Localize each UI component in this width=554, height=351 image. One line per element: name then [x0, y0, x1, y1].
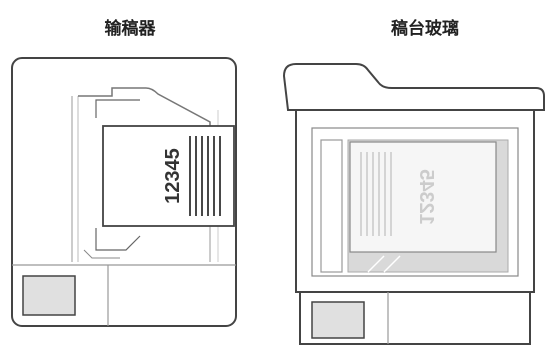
glass-reflection [383, 255, 401, 273]
tray-lower-lip [83, 249, 120, 259]
feeder-top-curve [78, 87, 211, 130]
platen-glass-title: 稿台玻璃 [391, 19, 459, 39]
platen-document-lines [360, 152, 392, 236]
platen-document-number: 12345 [415, 169, 437, 225]
glass-reflection [367, 255, 385, 273]
feeder-lid [282, 63, 545, 111]
control-panel-screen [22, 275, 76, 316]
platen-control-panel-screen [311, 301, 365, 339]
feeder-diagram: 12345 [11, 57, 237, 327]
tray-guide-bottom [95, 228, 141, 251]
platen-document [349, 141, 497, 253]
scan-strip [320, 139, 343, 273]
platen-diagram: 12345 [282, 63, 545, 345]
feeder-title: 输稿器 [104, 19, 156, 39]
feeder-document [102, 125, 235, 227]
feeder-document-number: 12345 [162, 148, 184, 204]
tray-guide-top [95, 99, 140, 118]
feeder-document-lines [189, 136, 221, 216]
